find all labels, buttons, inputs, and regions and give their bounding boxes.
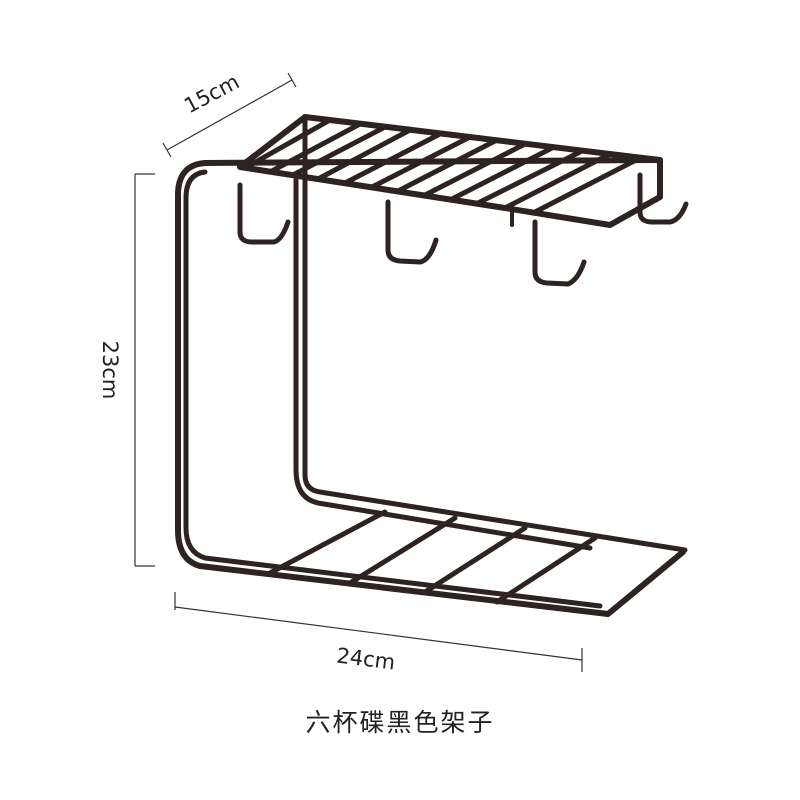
top-shelf-slats [242,117,663,228]
width-label: 24cm [335,644,396,675]
hook-1 [237,182,291,245]
hook-4 [637,172,689,225]
product-caption: 六杯碟黑色架子 [305,708,495,737]
rack-back-frame [302,114,688,553]
dimension-lines [134,72,583,672]
height-label: 23cm [98,341,122,400]
hook-3 [532,219,587,287]
bottom-shelf-slats [267,509,598,605]
cup-rack [175,114,689,617]
hook-2 [385,199,439,265]
depth-label: 15cm [180,69,243,118]
rack-front-frame [175,157,686,617]
width-dimension-line [174,606,583,661]
depth-dimension-line [166,79,293,151]
